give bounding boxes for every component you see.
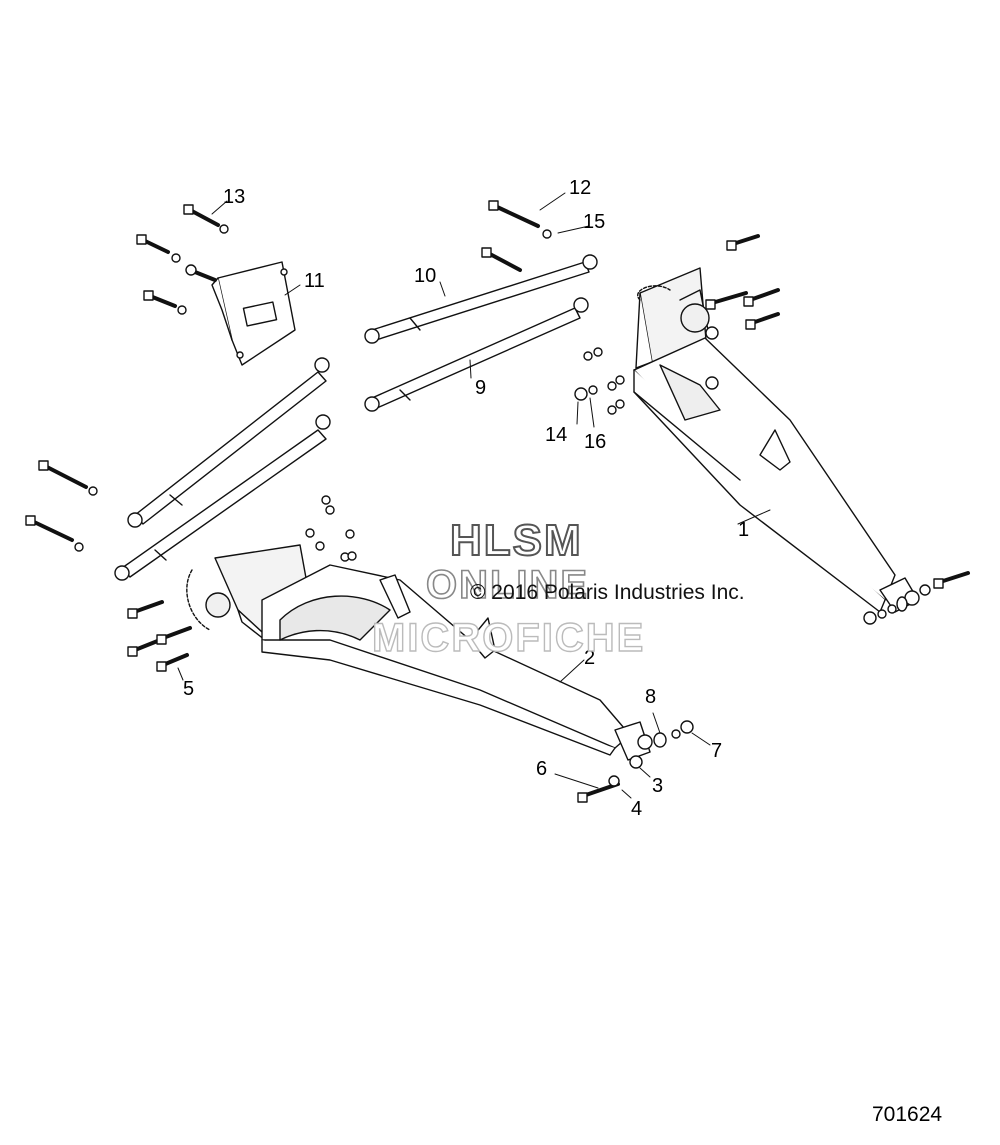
- copyright-notice: © 2016 Polaris Industries Inc.: [470, 581, 745, 604]
- callout-3: 3: [652, 775, 664, 797]
- callout-11: 11: [304, 270, 325, 292]
- callout-5: 5: [183, 678, 195, 700]
- leader-lines: [177, 192, 771, 799]
- mount-bracket[interactable]: [211, 261, 296, 366]
- callout-14: 14: [545, 424, 568, 446]
- callout-13: 13: [223, 186, 246, 208]
- callout-9: 9: [475, 377, 487, 399]
- link-rod-9[interactable]: [364, 297, 589, 412]
- link-rod-left-upper[interactable]: [127, 357, 330, 528]
- link-rod-left-lower[interactable]: [114, 414, 331, 581]
- link-rod-10[interactable]: [364, 254, 598, 344]
- callout-10: 10: [414, 265, 437, 287]
- callout-2: 2: [584, 647, 596, 669]
- watermark-line-2: ONLINE: [425, 562, 590, 608]
- callout-4: 4: [631, 798, 643, 820]
- callout-12: 12: [569, 177, 592, 199]
- callout-7: 7: [711, 740, 723, 762]
- nuts-washers: [305, 326, 931, 769]
- watermark-line-1: HLSM: [449, 515, 583, 566]
- callout-15: 15: [583, 211, 606, 233]
- callout-16: 16: [584, 431, 607, 453]
- callout-6: 6: [536, 758, 548, 780]
- callout-8: 8: [645, 686, 657, 708]
- trailing-arm-right[interactable]: [633, 267, 920, 613]
- watermark-line-3: MICROFICHE: [371, 615, 646, 660]
- trailing-arm-left[interactable]: [186, 544, 653, 761]
- callout-1: 1: [738, 519, 750, 541]
- bolts: [25, 200, 970, 803]
- diagram-number: 701624: [872, 1103, 943, 1126]
